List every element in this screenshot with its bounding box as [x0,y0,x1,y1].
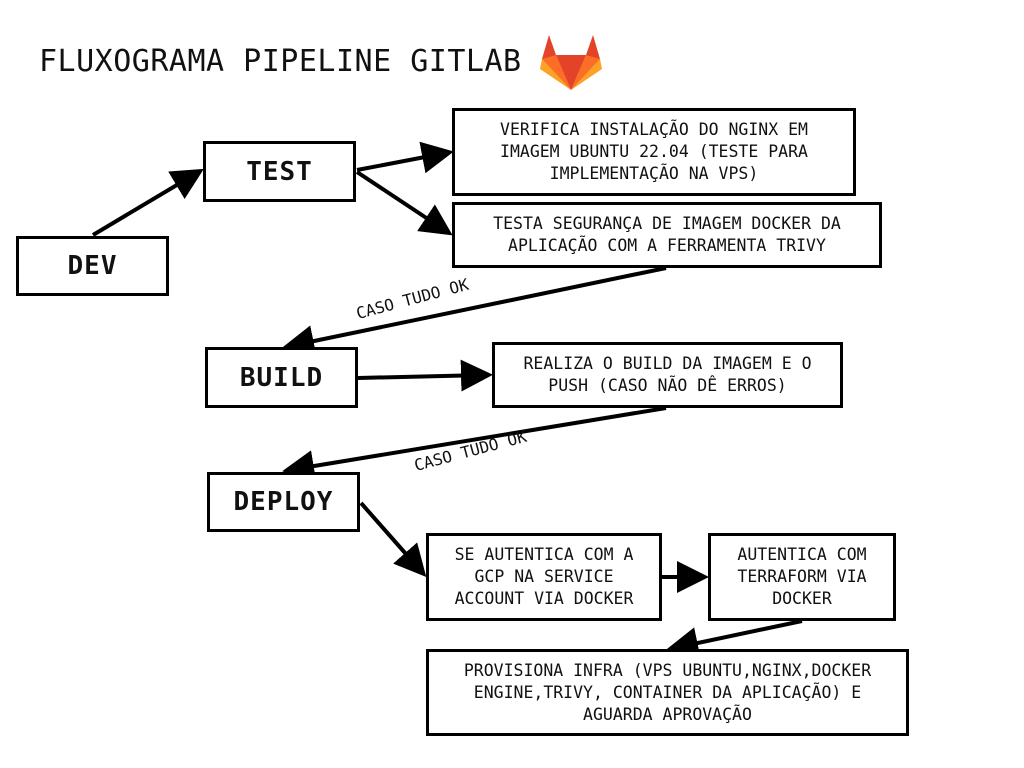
stage-dev: DEV [16,236,169,296]
stage-build: BUILD [205,347,358,408]
step-build-push-text: REALIZA O BUILD DA IMAGEM E O PUSH (CASO… [523,354,812,395]
diagram-title: FLUXOGRAMA PIPELINE GITLAB [39,44,522,79]
stage-deploy: DEPLOY [207,472,360,532]
step-gcp-auth-text: SE AUTENTICA COM A GCP NA SERVICE ACCOUN… [454,545,634,608]
step-nginx-check: VERIFICA INSTALAÇÃO DO NGINX EM IMAGEM U… [452,108,856,196]
arrow-deploy-to-gcp [359,501,427,577]
arrow-test-to-nginx [356,141,454,174]
arrow-build-to-push [357,359,493,392]
step-terraform-auth: AUTENTICA COM TERRAFORM VIA DOCKER [708,533,896,621]
stage-deploy-label: DEPLOY [233,487,334,517]
step-gcp-auth: SE AUTENTICA COM A GCP NA SERVICE ACCOUN… [426,533,662,621]
gitlab-logo-icon [540,35,602,90]
arrow-trivy-to-build [282,266,667,357]
stage-build-label: BUILD [239,362,324,393]
step-trivy-scan-text: TESTA SEGURANÇA DE IMAGEM DOCKER DA APLI… [493,214,841,255]
stage-test: TEST [203,141,356,202]
arrow-terraform-to-provision [666,619,803,659]
step-provision: PROVISIONA INFRA (VPS UBUNTU,NGINX,DOCKE… [426,649,909,736]
stage-dev-label: DEV [67,251,118,281]
step-nginx-check-text: VERIFICA INSTALAÇÃO DO NGINX EM IMAGEM U… [500,120,808,183]
arrow-push-to-deploy [282,406,667,482]
step-terraform-auth-text: AUTENTICA COM TERRAFORM VIA DOCKER [737,545,867,608]
stage-test-label: TEST [246,156,313,187]
arrow-test-to-trivy [355,170,453,236]
arrow-dev-to-test [91,168,204,237]
step-build-push: REALIZA O BUILD DA IMAGEM E O PUSH (CASO… [492,342,843,408]
step-trivy-scan: TESTA SEGURANÇA DE IMAGEM DOCKER DA APLI… [452,202,882,268]
step-provision-text: PROVISIONA INFRA (VPS UBUNTU,NGINX,DOCKE… [463,660,872,724]
